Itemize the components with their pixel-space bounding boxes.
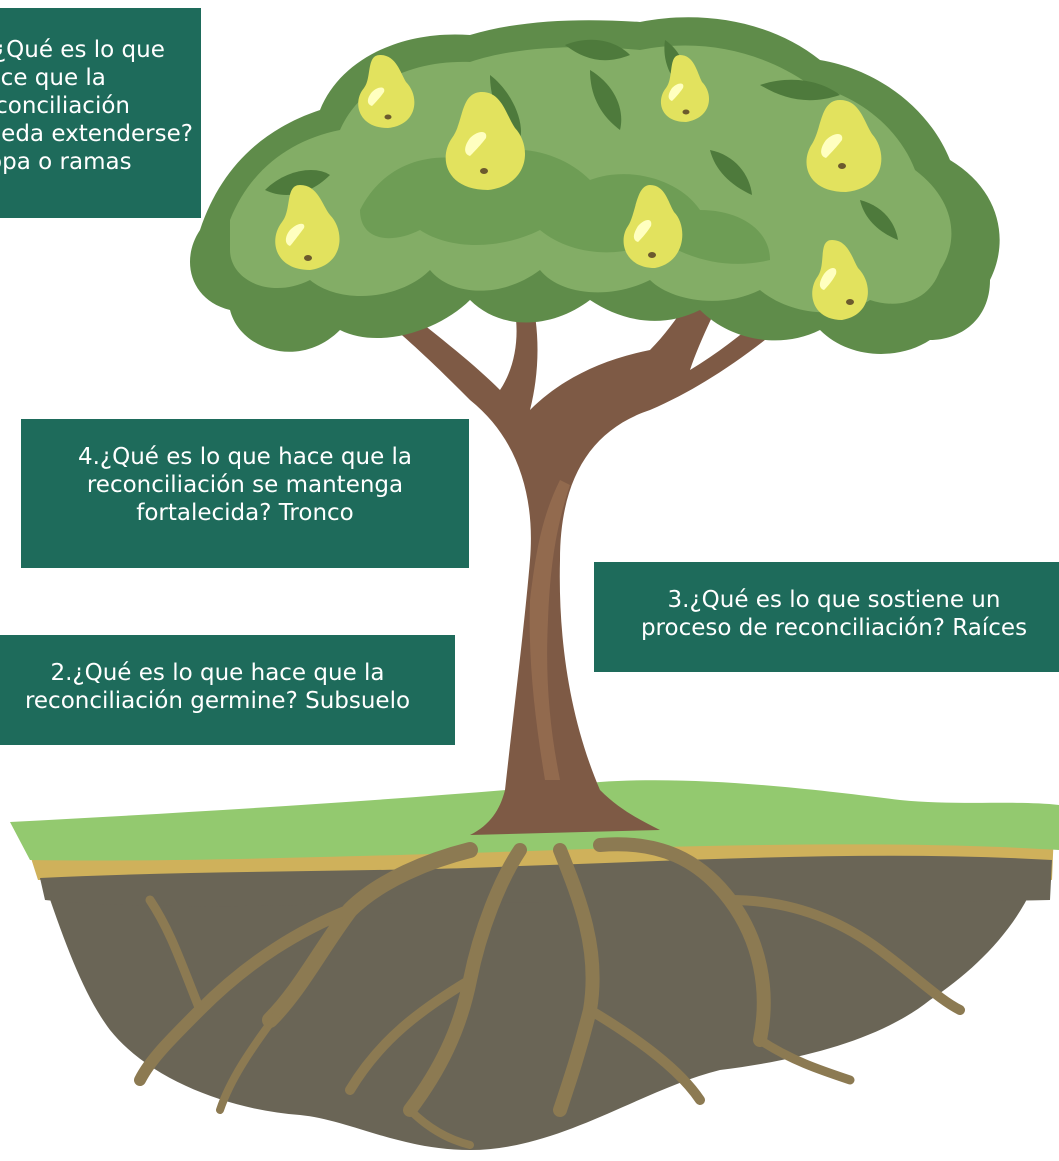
question-2-line-1: 2.¿Qué es lo que hace que la (50, 660, 385, 686)
leaf-icon (860, 200, 898, 240)
leaf-icon (760, 79, 840, 101)
question-3-line-2: proceso de reconciliación? Raíces (640, 615, 1028, 641)
pear-icon (812, 240, 868, 320)
pear-icon (275, 185, 340, 270)
question-1-line-4: pueda extenderse? (0, 121, 193, 147)
question-4-line-1: 4.¿Qué es lo que hace que la (77, 444, 413, 470)
question-box-2: 2.¿Qué es lo que hace que la reconciliac… (0, 635, 455, 745)
soil-top (40, 855, 1052, 907)
question-4-line-3: fortalecida? Tronco (136, 500, 354, 526)
leaf-icon (590, 70, 622, 130)
leaf-icon (565, 39, 630, 61)
pear-icon (358, 55, 415, 128)
question-box-3: 3.¿Qué es lo que sostiene un proceso de … (594, 562, 1059, 672)
question-1-line-1: 1.¿Qué es lo que (0, 37, 165, 63)
question-1-line-2: hace que la (0, 65, 106, 91)
leaves (265, 39, 898, 240)
question-2-text: 2.¿Qué es lo que hace que la reconciliac… (0, 659, 455, 715)
question-2-line-2: reconciliación germine? Subsuelo (24, 688, 411, 714)
pear-icon (445, 92, 526, 190)
question-4-line-2: reconciliación se mantenga (86, 472, 404, 498)
question-3-text: 3.¿Qué es lo que sostiene un proceso de … (609, 586, 1059, 642)
question-box-4: 4.¿Qué es lo que hace que la reconciliac… (21, 419, 469, 568)
roots (134, 837, 965, 1149)
pear-icon (660, 55, 710, 122)
pears (275, 55, 882, 320)
question-box-1: 1.¿Qué es lo que hace que la reconciliac… (0, 8, 201, 218)
question-1-line-5: Copa o ramas (0, 149, 132, 175)
leaf-icon (265, 170, 330, 195)
question-1-line-3: reconciliación (0, 93, 130, 119)
question-3-line-1: 3.¿Qué es lo que sostiene un (667, 587, 1001, 613)
trunk (360, 250, 830, 835)
pear-icon (806, 100, 882, 192)
pear-icon (623, 185, 683, 268)
leaf-icon (710, 150, 752, 195)
leaf-icon (490, 75, 521, 140)
